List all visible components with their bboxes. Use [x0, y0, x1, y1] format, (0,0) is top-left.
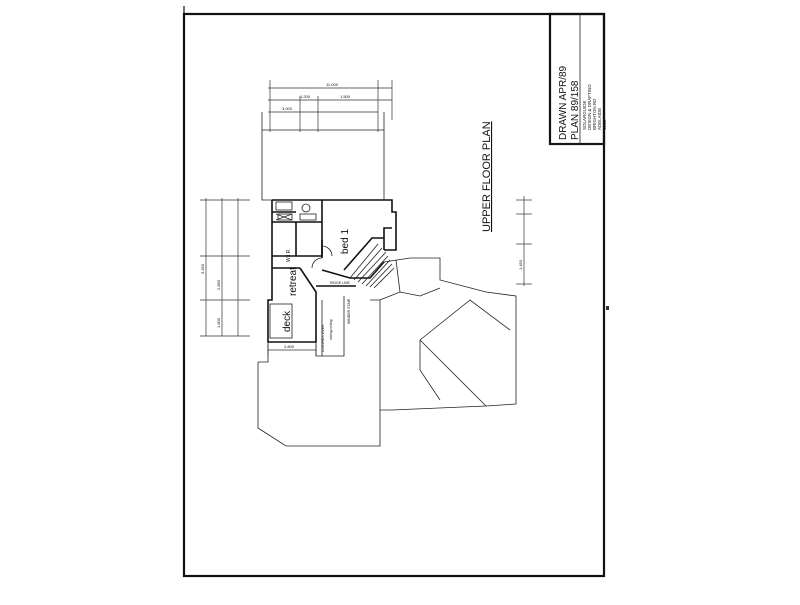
title-block-plan: PLAN 89/158 — [570, 80, 581, 140]
dim-top-b: 1.500 — [340, 94, 351, 99]
note-winder: WINDER STAIR — [347, 298, 351, 324]
company-line-5: 4215 — [602, 119, 607, 130]
room-retreat: retreat — [288, 267, 299, 296]
dim-left-c: 1.800 — [216, 317, 221, 328]
roof-outline-upper — [261, 129, 385, 201]
left-dimensions: 3.450 2.860 1.800 — [200, 198, 250, 337]
dim-top-overall: 11.000 — [326, 82, 339, 87]
sheet-border — [182, 12, 606, 578]
dim-left-a: 3.450 — [200, 263, 205, 274]
stair-treads — [349, 243, 395, 289]
note-raking: raking ceiling — [329, 320, 333, 340]
dim-top-c: 1.200 — [300, 94, 311, 99]
company-line-1: SOLARGUIDE — [582, 100, 587, 130]
room-deck: deck — [282, 310, 293, 332]
dim-right-a: 1.450 — [518, 259, 523, 270]
title-block: DRAWN APR/89 PLAN 89/158 SOLARGUIDE DESI… — [548, 12, 607, 146]
dim-top-a: 3.000 — [282, 106, 293, 111]
door-swings — [311, 245, 333, 269]
roof-outline-lower — [257, 257, 517, 447]
company-line-3: BRIGHTON RD — [592, 98, 597, 130]
bottom-dimension: 2.800 — [267, 344, 317, 356]
note-ridge: RIDGE LINE — [330, 281, 351, 285]
room-bed-1: bed 1 — [340, 229, 351, 254]
bathroom-fixtures — [275, 201, 317, 221]
note-louvre: LOUVRES OVER — [321, 324, 325, 352]
top-dimensions: 11.000 3.000 1.500 1.200 — [268, 80, 393, 132]
plan-title: UPPER FLOOR PLAN — [481, 121, 493, 232]
upper-floor-walls — [267, 199, 397, 343]
edge-mark — [606, 306, 609, 310]
dim-left-b: 2.860 — [216, 279, 221, 290]
deck-balustrade — [269, 303, 293, 339]
right-dimensions: 1.450 — [516, 196, 532, 286]
dim-bottom: 2.800 — [284, 344, 295, 349]
room-wir: W.I.R. — [286, 248, 292, 262]
company-line-2: DESIGN & DRAFTING — [587, 84, 592, 130]
company-line-4: ADELAIDE — [597, 108, 602, 130]
title-block-drawn: DRAWN APR/89 — [558, 65, 569, 140]
